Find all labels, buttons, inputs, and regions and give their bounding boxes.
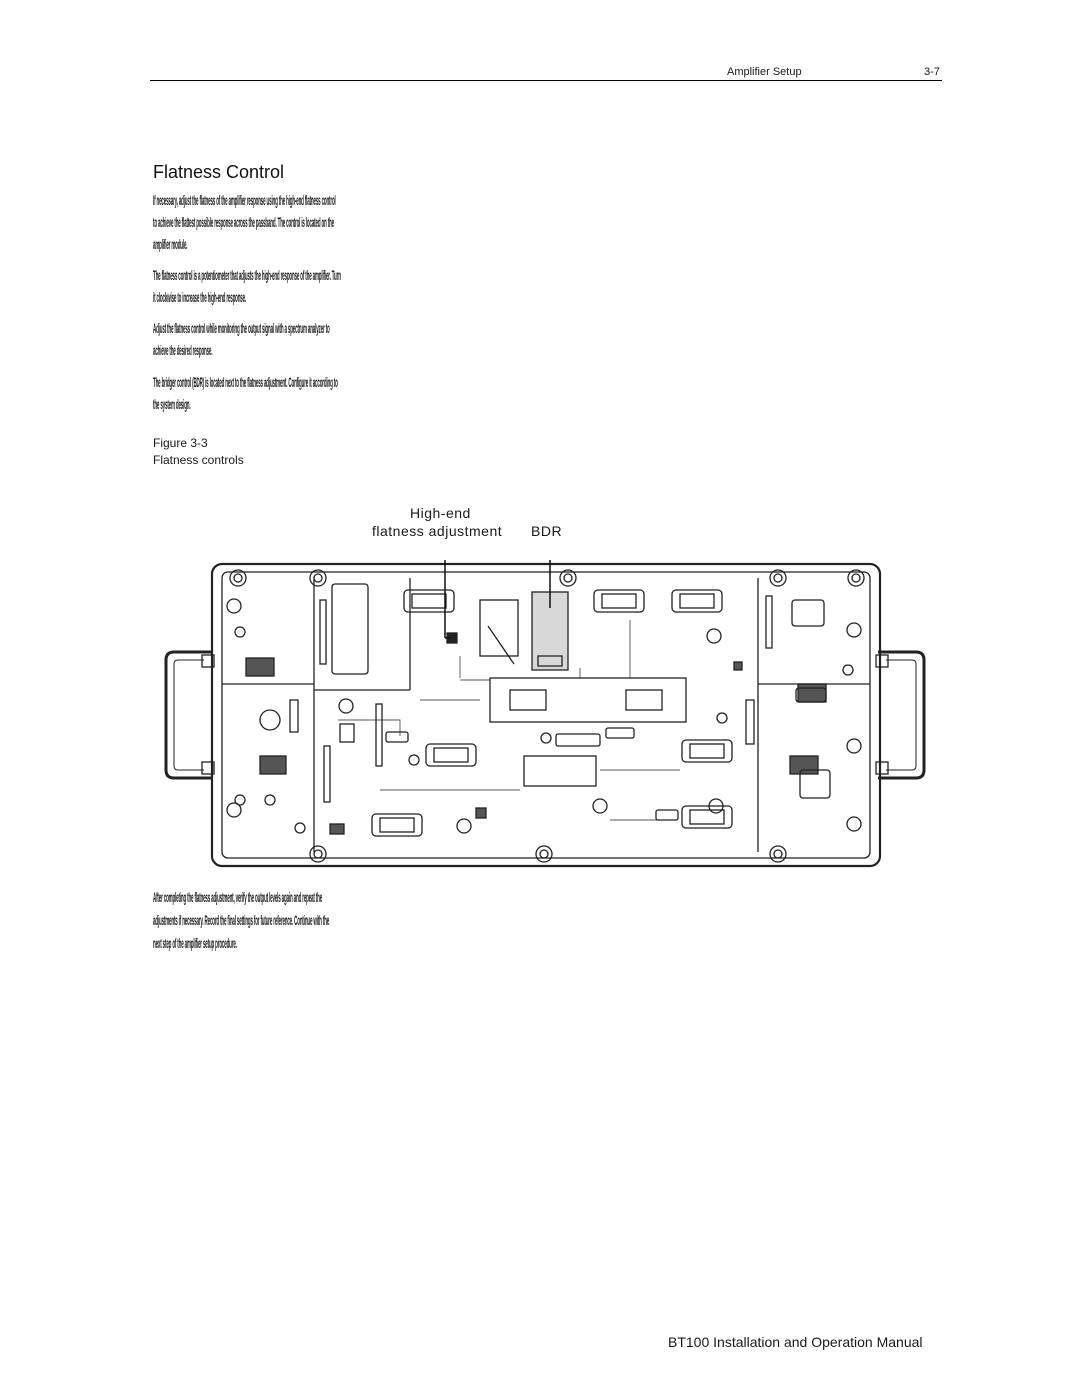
paragraph-5-line-2: adjustments if necessary. Record the fin…	[153, 912, 330, 928]
paragraph-5-line-1: After completing the flatness adjustment…	[153, 889, 323, 905]
callout-flatness-adjustment: flatness adjustment	[372, 523, 503, 539]
callout-bdr: BDR	[531, 523, 563, 539]
running-footer: BT100 Installation and Operation Manual	[668, 1334, 923, 1350]
section-title: Flatness Control	[153, 162, 285, 182]
header-rule	[150, 80, 942, 81]
paragraph-3-line-1: Adjust the flatness control while monito…	[153, 320, 330, 336]
callout-high-end: High-end	[410, 505, 471, 521]
running-header-section: Amplifier Setup	[727, 66, 802, 78]
paragraph-4-line-2: the system design.	[153, 396, 191, 412]
figure-caption: Flatness controls	[153, 453, 244, 467]
running-header-page-number: 3-7	[924, 66, 940, 78]
paragraph-2-line-2: it clockwise to increase the high-end re…	[153, 289, 247, 305]
paragraph-1-line-2: to achieve the flattest possible respons…	[153, 214, 334, 230]
paragraph-4-line-1: The bridger control (BDR) is located nex…	[153, 374, 338, 390]
paragraph-5-line-3: next step of the amplifier setup procedu…	[153, 935, 237, 951]
paragraph-1-line-3: amplifier module.	[153, 236, 188, 252]
paragraph-2-line-1: The flatness control is a potentiometer …	[153, 267, 341, 283]
paragraph-3-line-2: achieve the desired response.	[153, 342, 213, 358]
figure-number: Figure 3-3	[153, 436, 208, 450]
amplifier-board-illustration	[164, 560, 926, 868]
paragraph-1-line-1: If necessary, adjust the flatness of the…	[153, 192, 336, 208]
